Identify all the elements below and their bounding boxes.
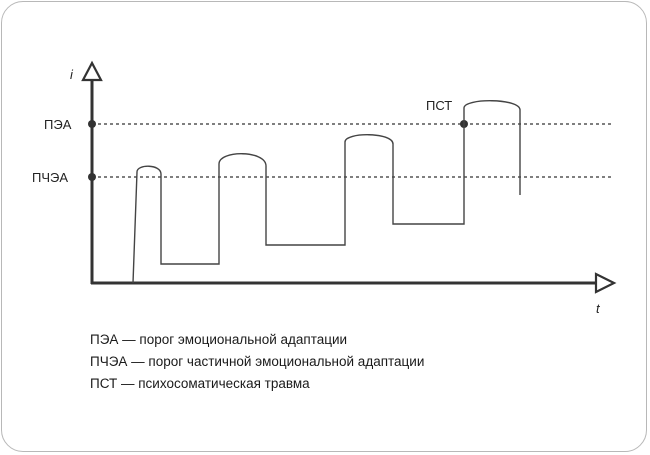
x-axis-arrow-icon (594, 272, 617, 294)
x-axis-label: t (596, 301, 601, 316)
legend-item: ПЧЭА — порог частичной эмоциональной ада… (90, 354, 425, 369)
pchea-label: ПЧЭА (32, 170, 68, 185)
y-axis-label: i (70, 67, 74, 82)
legend-item: ПСТ — психосоматическая травма (90, 376, 310, 391)
pst-label: ПСТ (426, 98, 452, 113)
legend-item: ПЭА — порог эмоциональной адаптации (90, 332, 348, 347)
pea-label: ПЭА (44, 117, 72, 132)
pchea-dot (88, 173, 96, 181)
pea-dot (88, 120, 96, 128)
legend: ПЭА — порог эмоциональной адаптации ПЧЭА… (90, 329, 424, 395)
y-axis-arrow-icon (81, 60, 103, 82)
stress-curve (132, 100, 521, 284)
